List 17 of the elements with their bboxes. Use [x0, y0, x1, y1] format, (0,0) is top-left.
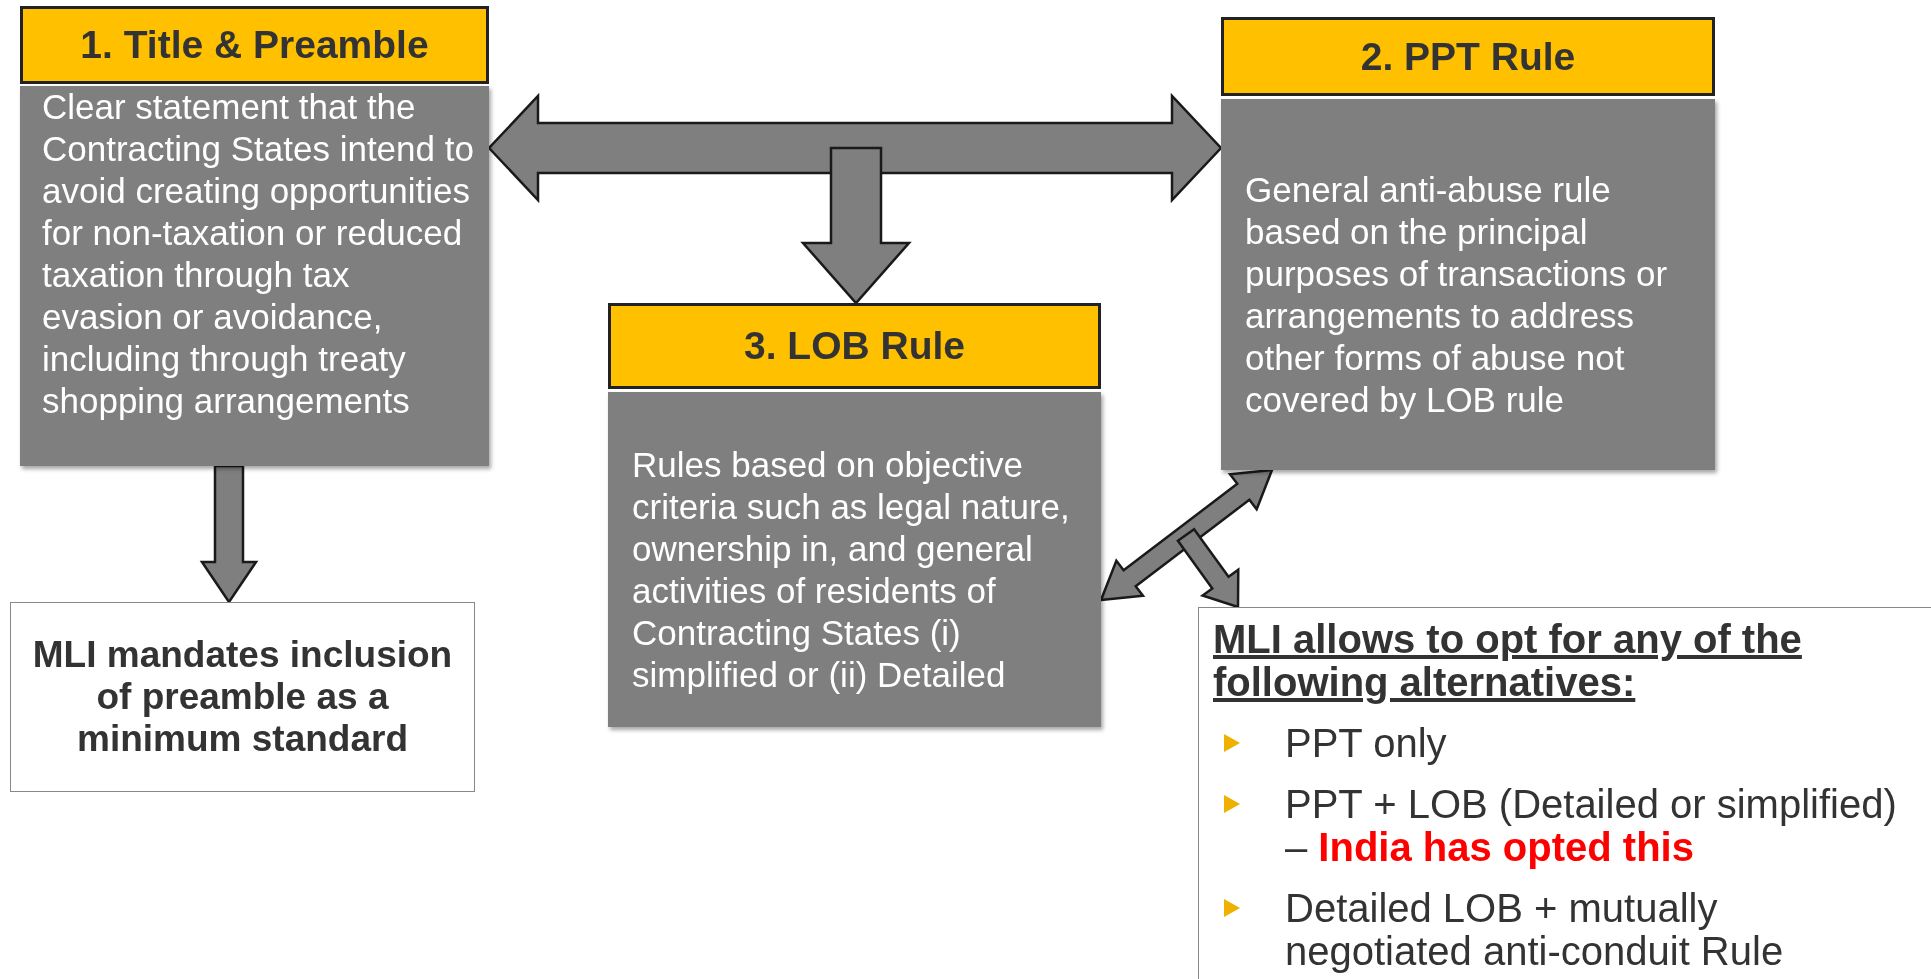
- block-arrow: [1176, 527, 1240, 609]
- list-item: PPT + LOB (Detailed or simplified) – India has opted this: [1285, 783, 1897, 869]
- card-body: Rules based on objective criteria such as legal nature, ownership in, and general activities of residents of Contracting States (i) simplified or (ii) Detailed: [608, 392, 1101, 727]
- list-item: PPT only: [1285, 722, 1448, 765]
- card-header: 3. LOB Rule: [608, 303, 1101, 389]
- text-box: [1198, 607, 1931, 979]
- card-header: 1. Title & Preamble: [20, 6, 489, 84]
- block-arrow: [487, 92, 1223, 204]
- block-arrow: [800, 146, 912, 305]
- card-body: Clear statement that the Contracting States intend to avoid creating opportunities for non-taxation or reduced taxation through tax evasion or avoidance, including through treaty shopping arrangements: [20, 86, 489, 466]
- card-body: General anti-abuse rule based on the principal purposes of transactions or arrangements to address other forms of abuse not covered by LOB rule: [1221, 99, 1715, 470]
- block-arrow: [1099, 468, 1274, 602]
- list-item: Detailed LOB + mutually negotiated anti-conduit Rule: [1285, 887, 1785, 973]
- list-heading: MLI allows to opt for any of the following alternatives:: [1213, 618, 1803, 704]
- block-arrow: [199, 464, 259, 605]
- card-header: 2. PPT Rule: [1221, 17, 1715, 96]
- note-box: MLI mandates inclusion of preamble as a minimum standard: [10, 602, 475, 792]
